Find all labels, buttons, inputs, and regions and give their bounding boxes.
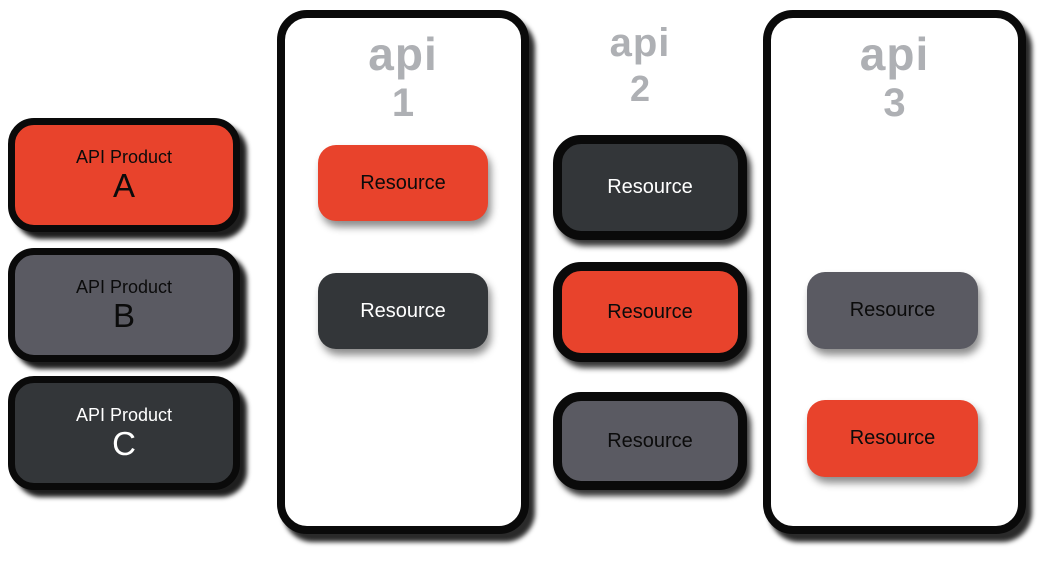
api-2-resource-3-label: Resource: [607, 429, 693, 452]
api-3-resource-1-label: Resource: [849, 299, 936, 321]
api-3-proxy-container: api 3 Resource Resource: [763, 10, 1026, 534]
api-3-header-word: api: [859, 28, 930, 80]
api-2-resource-1: Resource: [553, 135, 747, 240]
api-1-resource-1: Resource: [318, 145, 488, 221]
api-3-resource-2: Resource: [807, 400, 978, 477]
api-product-c-letter: C: [112, 425, 136, 462]
api-2-header: api 2: [548, 22, 732, 108]
api-product-b-letter: B: [112, 297, 135, 334]
api-3-header: api 3: [771, 28, 1018, 126]
api-product-c-card: API Product C: [8, 376, 240, 490]
api-1-header-number: 1: [391, 81, 415, 126]
api-product-c-title: API Product: [75, 405, 173, 425]
api-1-proxy-container: api 1 Resource Resource: [277, 10, 529, 534]
api-product-b-title: API Product: [75, 277, 173, 297]
api-3-resource-2-label: Resource: [849, 427, 936, 449]
api-1-resource-2-label: Resource: [360, 299, 446, 322]
api-2-header-number: 2: [629, 68, 651, 109]
api-1-header: api 1: [285, 28, 521, 126]
api-1-resource-2: Resource: [318, 273, 488, 349]
api-product-a-letter: A: [112, 167, 135, 204]
api-1-header-word: api: [368, 28, 438, 80]
api-2-resource-2: Resource: [553, 262, 747, 362]
api-product-a-title: API Product: [75, 147, 173, 167]
api-1-resource-1-label: Resource: [360, 171, 446, 194]
api-2-resource-1-label: Resource: [607, 176, 693, 198]
api-product-a-card: API Product A: [8, 118, 240, 232]
api-2-resource-3: Resource: [553, 392, 747, 490]
api-2-resource-2-label: Resource: [607, 300, 693, 323]
api-2-header-word: api: [609, 21, 671, 65]
api-product-b-card: API Product B: [8, 248, 240, 362]
api-3-resource-1: Resource: [807, 272, 978, 349]
api-3-header-number: 3: [883, 81, 906, 126]
